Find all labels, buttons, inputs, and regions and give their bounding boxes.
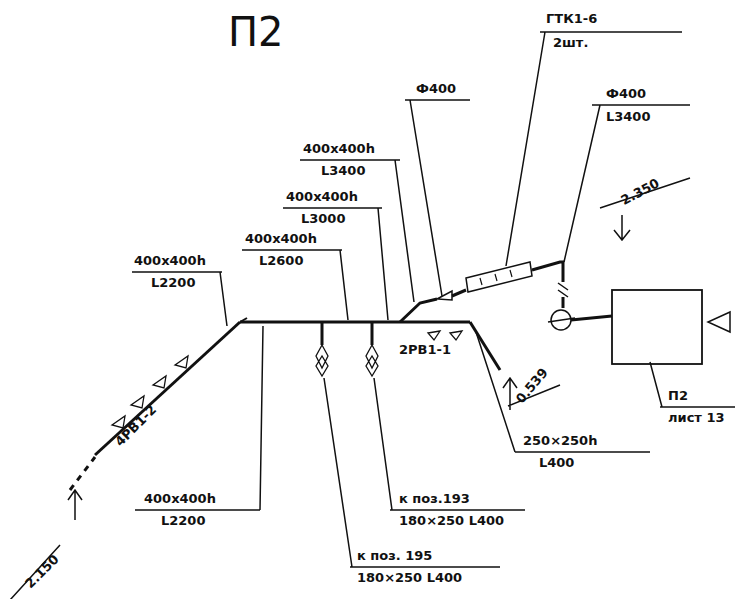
dimension-label: 400x400h [302,142,376,156]
dimension-label: L2600 [258,254,304,268]
diagram-title: П2 [228,12,284,52]
dimension-label: 2РВ1-1 [398,343,452,357]
dimension-label: L2200 [160,514,206,528]
dimension-label: L3400 [605,110,651,124]
dimension-label: П2 [667,389,689,403]
dimension-label: ГТК1-6 [545,12,598,26]
dimension-label: L3000 [300,212,346,226]
dimension-label: 4РВ1-2 [112,402,160,450]
dimension-label: L2200 [150,276,196,290]
dimension-label: 2шт. [552,36,589,50]
dimension-label: к поз. 195 [356,549,433,563]
dimension-label: 400x400h [244,232,318,246]
dimension-label: L400 [538,456,575,470]
dimension-label: 400x400h [133,254,207,268]
dimension-label: 180×250 L400 [398,514,505,528]
dimension-label: 180×250 L400 [356,571,463,585]
dimension-label: 250×250h [522,434,598,448]
dimension-label: 2.350 [618,176,663,209]
dimension-label: Ф400 [605,87,647,101]
dimension-label: 0.539 [513,365,552,407]
dimension-label: 2.150 [22,552,63,593]
dimension-label: 400x400h [285,190,359,204]
dimension-label: Ф400 [415,82,457,96]
dimension-label: L3400 [320,164,366,178]
dimension-label: к поз.193 [398,492,471,506]
dimension-label: 400x400h [143,492,217,506]
dimension-label: лист 13 [667,411,726,425]
